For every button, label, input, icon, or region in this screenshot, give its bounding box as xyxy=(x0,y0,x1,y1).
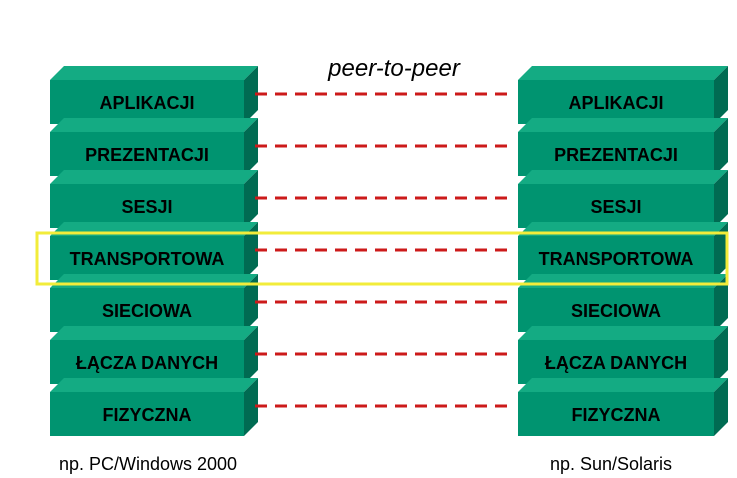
left-layer-prezentacji: PREZENTACJI xyxy=(50,118,258,176)
block-side-face xyxy=(714,326,728,384)
block-front-face xyxy=(50,184,244,228)
block-side-face xyxy=(244,170,258,228)
layer-label: APLIKACJI xyxy=(99,93,194,113)
left-layer-transportowa: TRANSPORTOWA xyxy=(50,222,258,280)
block-side-face xyxy=(714,222,728,280)
block-front-face xyxy=(50,288,244,332)
left-layer-fizyczna: FIZYCZNA xyxy=(50,378,258,436)
block-front-face xyxy=(50,80,244,124)
layer-label: TRANSPORTOWA xyxy=(539,249,694,269)
layer-label: FIZYCZNA xyxy=(572,405,661,425)
block-front-face xyxy=(50,236,244,280)
block-front-face xyxy=(518,392,714,436)
layer-label: ŁĄCZA DANYCH xyxy=(545,353,687,373)
block-front-face xyxy=(50,132,244,176)
block-top-face xyxy=(518,170,728,184)
right-osi-stack: APLIKACJI PREZENTACJI SESJI TRANSPORTOWA SIE… xyxy=(518,66,728,436)
block-side-face xyxy=(714,274,728,332)
block-side-face xyxy=(244,66,258,124)
right-layer-aplikacji: APLIKACJI xyxy=(518,66,728,124)
block-top-face xyxy=(50,170,258,184)
left-layer-aplikacji: APLIKACJI xyxy=(50,66,258,124)
block-top-face xyxy=(518,274,728,288)
right-layer-transportowa: TRANSPORTOWA xyxy=(518,222,728,280)
block-side-face xyxy=(244,274,258,332)
block-top-face xyxy=(50,326,258,340)
right-layer-sesji: SESJI xyxy=(518,170,728,228)
peer-connectors xyxy=(255,92,512,408)
block-front-face xyxy=(518,288,714,332)
block-front-face xyxy=(518,184,714,228)
right-stack-caption: np. Sun/Solaris xyxy=(550,454,672,474)
layer-label: SESJI xyxy=(590,197,641,217)
right-layer-prezentacji: PREZENTACJI xyxy=(518,118,728,176)
block-top-face xyxy=(518,378,728,392)
layer-label: APLIKACJI xyxy=(568,93,663,113)
block-side-face xyxy=(244,326,258,384)
block-top-face xyxy=(50,274,258,288)
transport-layer-highlight xyxy=(35,231,729,286)
block-top-face xyxy=(50,118,258,132)
layer-label: SESJI xyxy=(121,197,172,217)
layer-label: SIECIOWA xyxy=(102,301,192,321)
layer-label: PREZENTACJI xyxy=(85,145,209,165)
block-top-face xyxy=(518,66,728,80)
block-side-face xyxy=(244,378,258,436)
block-side-face xyxy=(714,66,728,124)
layer-label: FIZYCZNA xyxy=(103,405,192,425)
left-osi-stack: APLIKACJI PREZENTACJI SESJI TRANSPORTOWA SIE… xyxy=(50,66,258,436)
left-layer-lacza-danych: ŁĄCZA DANYCH xyxy=(50,326,258,384)
block-side-face xyxy=(244,118,258,176)
block-front-face xyxy=(518,340,714,384)
block-front-face xyxy=(50,340,244,384)
left-stack-caption: np. PC/Windows 2000 xyxy=(59,454,237,474)
block-top-face xyxy=(50,66,258,80)
block-front-face xyxy=(50,392,244,436)
block-side-face xyxy=(244,222,258,280)
block-top-face xyxy=(518,326,728,340)
layer-label: TRANSPORTOWA xyxy=(70,249,225,269)
block-top-face xyxy=(50,378,258,392)
block-front-face xyxy=(518,132,714,176)
layer-label: ŁĄCZA DANYCH xyxy=(76,353,218,373)
block-side-face xyxy=(714,118,728,176)
block-front-face xyxy=(518,236,714,280)
left-layer-sesji: SESJI xyxy=(50,170,258,228)
block-top-face xyxy=(518,118,728,132)
right-layer-fizyczna: FIZYCZNA xyxy=(518,378,728,436)
right-layer-lacza-danych: ŁĄCZA DANYCH xyxy=(518,326,728,384)
block-side-face xyxy=(714,170,728,228)
layer-label: PREZENTACJI xyxy=(554,145,678,165)
block-side-face xyxy=(714,378,728,436)
block-front-face xyxy=(518,80,714,124)
layer-label: SIECIOWA xyxy=(571,301,661,321)
diagram-title: peer-to-peer xyxy=(327,55,461,82)
